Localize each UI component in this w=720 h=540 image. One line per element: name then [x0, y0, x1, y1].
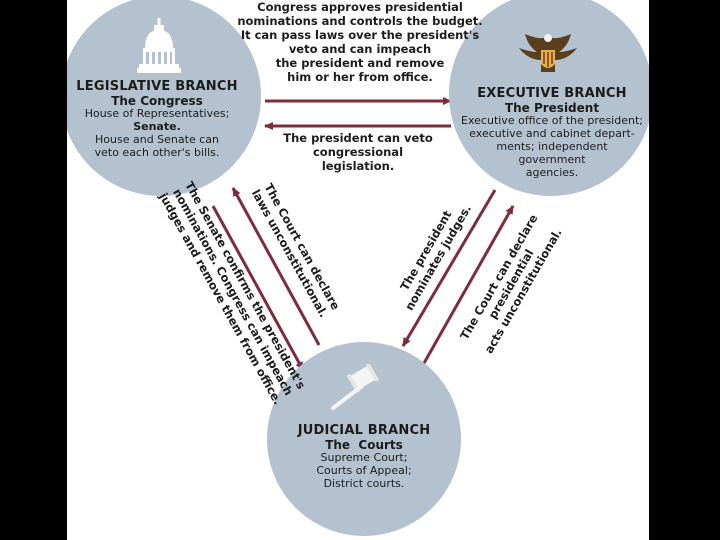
note-line: veto and can impeach — [288, 42, 432, 57]
legislative-line: House and Senate can — [95, 133, 219, 147]
note-legislative-to-executive: Congress approves presidential nominatio… — [227, 0, 493, 84]
judicial-line: Courts of Appeal; — [316, 464, 412, 478]
legislative-line: Senate. — [133, 120, 181, 134]
executive-title: EXECUTIVE BRANCH — [477, 86, 627, 101]
note-executive-to-legislative: The president can veto congressional leg… — [263, 131, 453, 173]
judicial-subtitle: The Courts — [325, 438, 403, 453]
note-line: the president and remove — [275, 56, 445, 71]
judicial-line: Supreme Court; — [320, 451, 408, 465]
executive-subtitle: The President — [504, 101, 600, 116]
arrows-layer — [211, 97, 515, 373]
note-line: It can pass laws over the president's — [240, 28, 480, 43]
judicial-text: JUDICIAL BRANCH The Courts Supreme Court… — [279, 423, 449, 491]
executive-line: Executive office of the president; — [461, 114, 643, 128]
note-line: him or her from office. — [287, 70, 433, 85]
note-line: The president can veto — [283, 131, 433, 145]
arrow-judicial-to-executive — [417, 205, 515, 373]
note-line: Congress approves presidential — [257, 0, 463, 14]
capitol-dome-icon — [137, 18, 181, 73]
legislative-text: LEGISLATIVE BRANCH The Congress House of… — [67, 79, 247, 160]
gavel-icon — [331, 364, 379, 410]
eagle-seal-icon — [519, 34, 577, 72]
executive-line: agencies. — [525, 166, 579, 180]
note-line: legislation. — [321, 159, 395, 174]
judicial-title: JUDICIAL BRANCH — [297, 423, 431, 438]
legislative-line: veto each other's bills. — [94, 146, 220, 160]
legislative-subtitle: The Congress — [111, 94, 203, 109]
arrow-legislative-to-judicial — [211, 205, 305, 371]
legislative-line: House of Representatives; — [84, 107, 230, 121]
arrow-executive-to-judicial — [401, 189, 497, 347]
checks-and-balances-diagram: LEGISLATIVE BRANCH The Congress House of… — [67, 0, 649, 540]
judicial-line: District courts. — [323, 477, 405, 491]
executive-circle — [449, 0, 649, 196]
note-line: nominations and controls the budget. — [237, 14, 483, 29]
arrow-judicial-to-legislative — [231, 187, 321, 346]
executive-line: ments; independent — [496, 140, 608, 154]
legislative-title: LEGISLATIVE BRANCH — [76, 79, 238, 94]
note-line: congressional — [312, 145, 404, 160]
executive-text: EXECUTIVE BRANCH The President Executive… — [459, 86, 645, 180]
executive-line: government — [518, 153, 586, 167]
executive-line: executive and cabinet depart- — [469, 127, 635, 141]
